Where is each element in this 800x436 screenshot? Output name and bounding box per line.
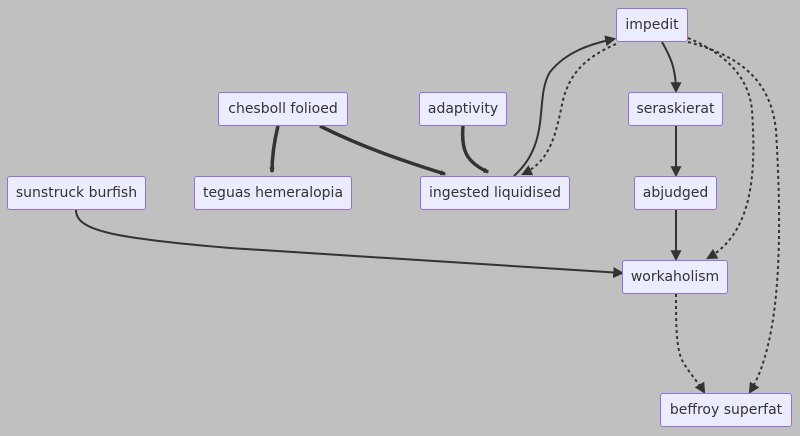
edge-ingested-to-impedit xyxy=(513,35,617,177)
node-ingested-liquidised[interactable]: ingested liquidised xyxy=(420,176,570,210)
node-seraskierat[interactable]: seraskierat xyxy=(628,92,723,126)
edge-workaholism-to-beffroy xyxy=(675,293,706,394)
edge-chesboll-to-ingested xyxy=(319,124,447,176)
edge-impedit-to-beffroy xyxy=(687,41,781,394)
edge-sunstruck-to-workaholism xyxy=(75,209,625,278)
node-sunstruck-burfish[interactable]: sunstruck burfish xyxy=(7,176,146,210)
edge-adaptivity-to-ingested xyxy=(460,125,490,174)
node-adaptivity[interactable]: adaptivity xyxy=(419,92,507,126)
edge-impedit-to-workaholism xyxy=(687,37,755,260)
node-chesboll-folioed[interactable]: chesboll folioed xyxy=(218,92,348,126)
node-beffroy-superfat[interactable]: beffroy superfat xyxy=(660,393,792,427)
edge-impedit-to-seraskierat xyxy=(661,41,682,94)
node-impedit[interactable]: impedit xyxy=(616,8,688,42)
node-workaholism[interactable]: workaholism xyxy=(622,260,728,294)
node-abjudged[interactable]: abjudged xyxy=(634,176,717,210)
edge-chesboll-to-teguas xyxy=(269,125,280,174)
edge-impedit-to-ingested xyxy=(521,43,617,176)
node-teguas-hemeralopia[interactable]: teguas hemeralopia xyxy=(194,176,352,210)
